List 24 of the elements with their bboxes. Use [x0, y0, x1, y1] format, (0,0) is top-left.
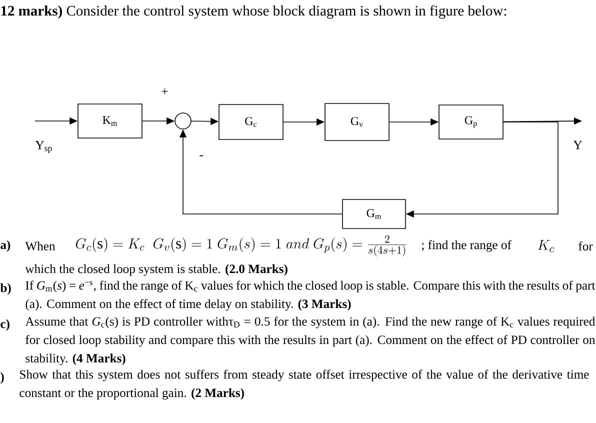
sign-symbol: +	[162, 88, 168, 94]
question-text: ; find the range of	[422, 240, 512, 252]
signal-label: Y$_{sp}$	[35, 141, 52, 153]
formula: $K_c$	[538, 240, 554, 252]
block-box: G$_{v}$	[324, 103, 390, 141]
block-box: G$_{c}$	[218, 104, 284, 140]
item-marker: c)	[0, 319, 10, 331]
item-marker: a)	[0, 240, 10, 252]
question-text: If G$_{m}$(s) = e$^{−s}$, find the range of K$_{c}$ values for which the closed loop is stable. Compare this with the results of part (a). Comment on the effect of time delay on stability. (3 Marks)	[26, 280, 596, 311]
question-text: When	[25, 242, 56, 250]
question-text: Assume that G$_{c}$(s) is PD controller withτ$_{D}$ = 0.5 for the system in (a). Find the new range of K$_{c}$ values required for closed loop stability and compare this with the results in part (a). Comment on the effect of PD controller on stability. (4 Marks)	[25, 316, 596, 366]
block-box: G$_{m}$	[342, 199, 406, 229]
item-marker: )	[0, 372, 4, 384]
signal-label: Y	[573, 140, 582, 150]
block-box: K$_{m}$	[78, 104, 142, 138]
formula: $G_c(\mathrm{s}) = K_c\;\; G_v(\mathrm{s}) = 1\; G_m(s) = 1\; and\; G_p(s) = \frac{2}{s(4s+1)}$	[76, 235, 406, 256]
summing-junction	[174, 112, 192, 130]
item-marker: b)	[0, 283, 11, 295]
question-text: Show that this system does not suffers from steady state offset irrespective of the value of the derivative time constant or the proportional gain. (2 Marks)	[20, 370, 589, 400]
question-text: which the closed loop system is stable. (2.0 Marks)	[25, 264, 288, 276]
question-heading: 12 marks) Consider the control system whose block diagram is shown in figure below:	[1, 5, 506, 19]
question-text: for	[578, 242, 593, 250]
block-box: G$_{p}$	[438, 104, 504, 140]
sign-symbol: -	[200, 155, 203, 156]
